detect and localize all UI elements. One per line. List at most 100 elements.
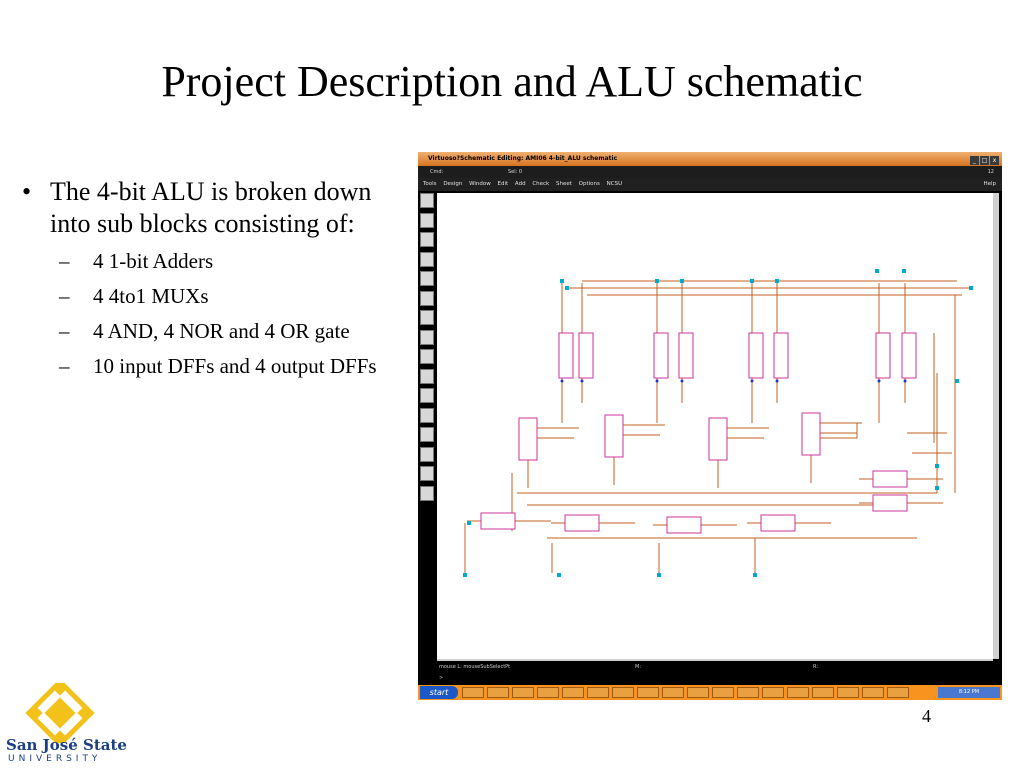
menu-edit[interactable]: Edit (497, 181, 509, 187)
sub-bullet-list: –4 1-bit Adders –4 4to1 MUXs –4 AND, 4 N… (20, 248, 415, 380)
mux-block (801, 412, 821, 456)
pin-dot (655, 379, 659, 383)
taskbar-task-button[interactable] (662, 687, 684, 698)
menu-options[interactable]: Options (578, 181, 600, 187)
pin-dot (877, 379, 881, 383)
mux-block (708, 417, 728, 461)
io-pin (753, 573, 757, 577)
descend-icon[interactable] (420, 485, 434, 501)
menu-check[interactable]: Check (532, 181, 550, 187)
taskbar-task-button[interactable] (812, 687, 834, 698)
menu-sheet[interactable]: Sheet (555, 181, 572, 187)
menu-add[interactable]: Add (514, 181, 526, 187)
sub-bullet-text: 4 4to1 MUXs (93, 284, 209, 308)
io-pin (560, 279, 564, 283)
vertical-scrollbar[interactable] (993, 193, 999, 659)
university-subtitle: UNIVERSITY (8, 754, 102, 764)
io-pin (565, 286, 569, 290)
taskbar-task-button[interactable] (537, 687, 559, 698)
adder-block (773, 332, 789, 379)
taskbar-task-button[interactable] (637, 687, 659, 698)
taskbar-task-button[interactable] (712, 687, 734, 698)
pin-dot (750, 379, 754, 383)
adder-block (578, 332, 594, 379)
pin-dot (775, 379, 779, 383)
start-button[interactable]: start (420, 686, 458, 699)
adder-block (875, 332, 891, 379)
taskbar-task-button[interactable] (737, 687, 759, 698)
taskbar-task-button[interactable] (787, 687, 809, 698)
label-tool-icon[interactable] (420, 427, 434, 442)
instance-tool-icon[interactable] (420, 212, 434, 228)
wide-wire-icon[interactable] (420, 407, 434, 423)
minimize-button[interactable]: _ (970, 156, 979, 165)
io-pin (902, 269, 906, 273)
window-titlebar: Virtuoso?Schematic Editing: AMI06 4-bit_… (418, 152, 1002, 166)
io-pin (463, 573, 467, 577)
io-pin (955, 379, 959, 383)
properties-icon[interactable] (420, 466, 434, 481)
main-bullet-text: The 4-bit ALU is broken down into sub bl… (50, 177, 372, 238)
slide-title: Project Description and ALU schematic (161, 57, 863, 106)
taskbar-task-button[interactable] (587, 687, 609, 698)
tray-clock: 8:12 PM (958, 689, 980, 695)
narrow-wire-icon[interactable] (420, 388, 434, 403)
pin-dot (680, 379, 684, 383)
undo-icon[interactable] (420, 329, 434, 345)
pin-tool-icon[interactable] (420, 446, 434, 462)
sel-status: Sel: 0 (508, 169, 523, 175)
wire-layer (464, 280, 972, 573)
sub-bullet: –4 1-bit Adders (59, 249, 214, 273)
io-pin (775, 279, 779, 283)
adder-block (558, 332, 574, 379)
taskbar-task-button[interactable] (462, 687, 484, 698)
system-tray: 8:12 PM (938, 687, 1000, 698)
grid-tool-icon[interactable] (420, 349, 434, 364)
menu-design[interactable]: Design (443, 181, 463, 187)
zoom-in-icon[interactable] (420, 232, 434, 247)
wire (817, 423, 858, 439)
stretch-tool-icon[interactable] (420, 271, 434, 286)
check-save-tool-icon[interactable] (420, 193, 434, 208)
taskbar-task-button[interactable] (562, 687, 584, 698)
io-pin (875, 269, 879, 273)
dff-block (760, 514, 796, 532)
bullet-list: • The 4-bit ALU is broken down into sub … (20, 176, 415, 388)
adder-block (678, 332, 694, 379)
sub-bullet: –4 AND, 4 NOR and 4 OR gate (59, 319, 350, 343)
page-number: 4 (922, 706, 931, 726)
bus-tool-icon[interactable] (420, 368, 434, 384)
zoom-out-icon[interactable] (420, 251, 434, 267)
wire-tool-icon[interactable] (420, 310, 434, 325)
io-pin (557, 573, 561, 577)
virtuoso-window: Virtuoso?Schematic Editing: AMI06 4-bit_… (418, 152, 1002, 700)
schematic-canvas[interactable] (437, 193, 993, 659)
maximize-button[interactable]: □ (980, 156, 989, 165)
taskbar-task-button[interactable] (837, 687, 859, 698)
copy-tool-icon[interactable] (420, 290, 434, 306)
status-bar: Cmd: Sel: 0 12 (418, 166, 1002, 178)
io-pin (655, 279, 659, 283)
dff-block (564, 514, 600, 532)
io-pin (935, 464, 939, 468)
pin-dot (560, 379, 564, 383)
university-logo-icon (25, 683, 95, 743)
taskbar-task-button[interactable] (687, 687, 709, 698)
menu-window[interactable]: Window (469, 181, 491, 187)
taskbar-task-button[interactable] (862, 687, 884, 698)
adder-block (901, 332, 917, 379)
menu-tools[interactable]: Tools (423, 181, 437, 187)
close-button[interactable]: x (990, 156, 999, 165)
menu-bar: Tools Design Window Edit Add Check Sheet… (418, 178, 1002, 191)
taskbar-task-button[interactable] (887, 687, 909, 698)
taskbar-task-button[interactable] (762, 687, 784, 698)
taskbar-task-button[interactable] (487, 687, 509, 698)
io-pin (969, 286, 973, 290)
command-prompt[interactable]: > (437, 673, 999, 683)
io-pin (467, 521, 471, 525)
menu-ncsu[interactable]: NCSU (606, 181, 623, 187)
menu-help[interactable]: Help (983, 181, 996, 187)
taskbar-task-button[interactable] (512, 687, 534, 698)
taskbar-task-button[interactable] (612, 687, 634, 698)
dff-block (872, 470, 908, 488)
